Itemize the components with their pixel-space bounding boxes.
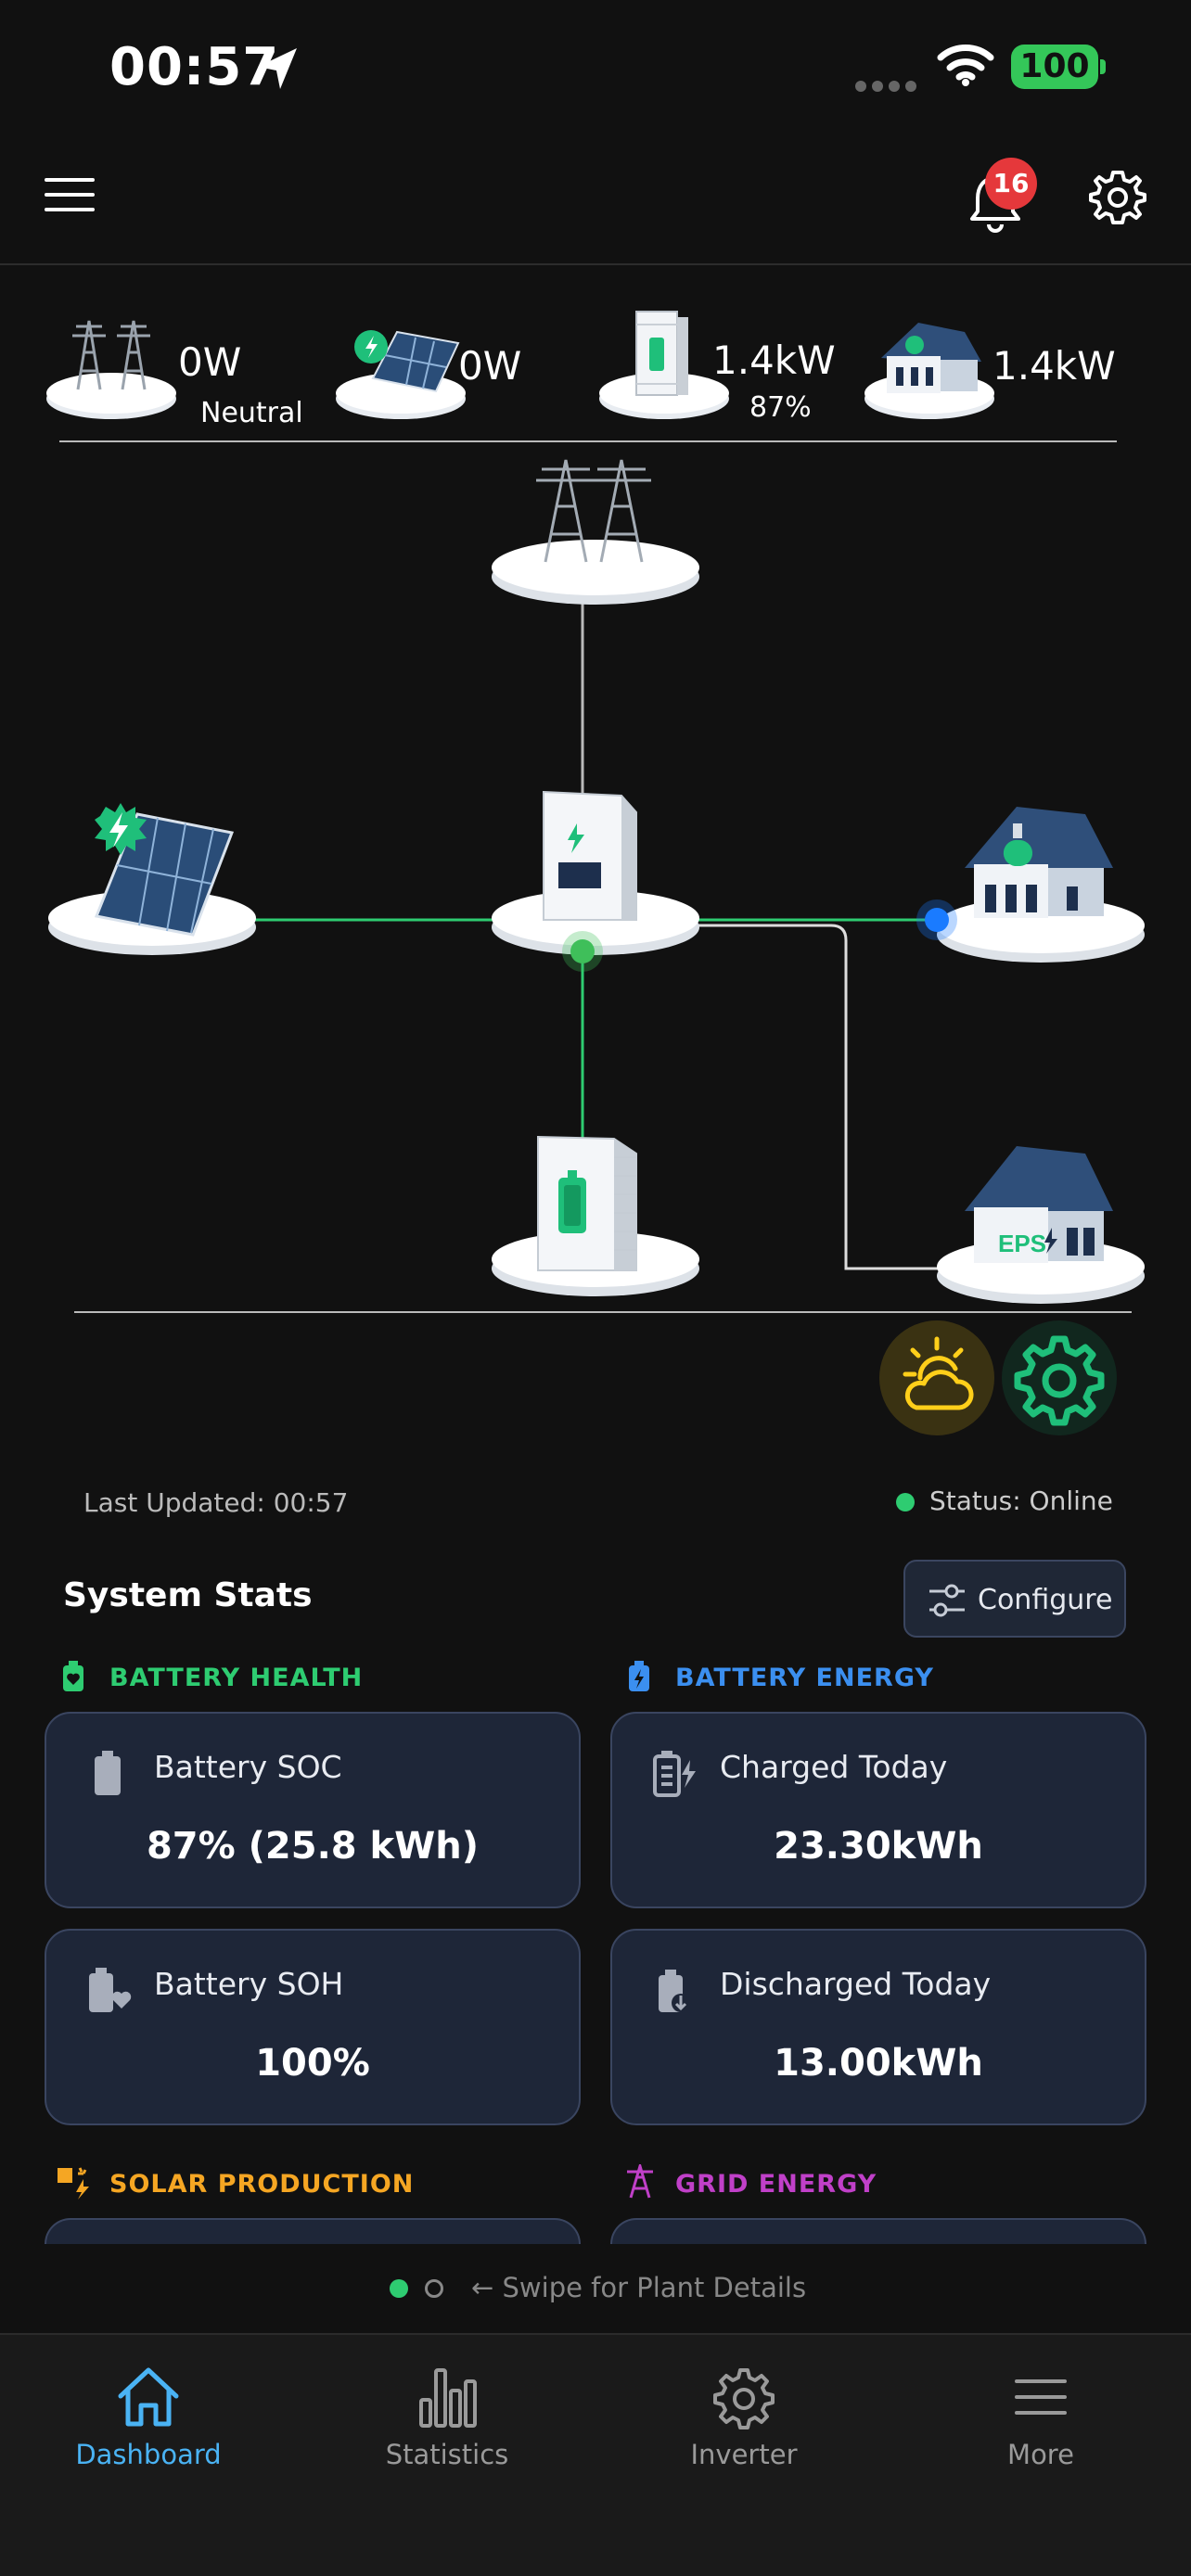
inverter-node[interactable]	[492, 790, 699, 955]
wifi-icon	[937, 45, 994, 86]
card-value: 87% (25.8 kWh)	[146, 1825, 480, 1868]
menu-button[interactable]	[45, 178, 95, 219]
battery-energy-header: BATTERY ENERGY	[675, 1664, 934, 1692]
grid-energy-header: GRID ENERGY	[675, 2170, 877, 2199]
card-value: 100%	[255, 2042, 370, 2085]
card-value: 13.00kWh	[774, 2042, 983, 2085]
card-title: Discharged Today	[720, 1966, 992, 2002]
battery-node[interactable]	[492, 1135, 699, 1296]
swipe-hint: ← Swipe for Plant Details	[471, 2272, 807, 2303]
tab-inverter[interactable]: Inverter	[623, 2365, 864, 2494]
weather-button[interactable]	[879, 1320, 994, 1435]
weather-icon	[903, 1336, 974, 1410]
signal-icon	[855, 78, 922, 96]
plant-settings-button[interactable]	[1002, 1320, 1117, 1435]
battery-power-value: 1.4kW	[712, 338, 836, 383]
status-online-dot	[896, 1493, 915, 1511]
home-node[interactable]	[937, 807, 1145, 963]
eps-label: EPS	[998, 1230, 1046, 1257]
page-dot-active[interactable]	[390, 2279, 408, 2298]
solar-node[interactable]	[48, 803, 256, 955]
battery-soc-card[interactable]: Battery SOC 87% (25.8 kWh)	[45, 1712, 581, 1908]
app-header: 16	[0, 139, 1191, 265]
system-stats-title: System Stats	[63, 1576, 313, 1614]
flow-divider	[74, 1311, 1132, 1313]
summary-home[interactable]: 1.4kW	[863, 306, 1122, 436]
battery-soh-card[interactable]: Battery SOH 100%	[45, 1929, 581, 2125]
tab-label: Statistics	[385, 2439, 509, 2470]
energy-summary: 0W Neutral 0W 1.4kW 87%	[0, 306, 1191, 445]
home-icon	[118, 2367, 179, 2427]
solar-power-value: 0W	[458, 343, 522, 389]
grid-energy-icon	[627, 2164, 653, 2199]
grid-state-label: Neutral	[200, 397, 303, 429]
battery-tip	[1100, 59, 1106, 74]
tab-label: Inverter	[690, 2439, 798, 2470]
solar-production-icon	[58, 2167, 89, 2200]
home-icon	[864, 323, 994, 419]
grid-power-value: 0W	[178, 339, 242, 385]
solar-production-header: SOLAR PRODUCTION	[109, 2170, 415, 2199]
card-title: Battery SOC	[154, 1749, 342, 1785]
battery-icon	[599, 311, 729, 419]
page-dot-inactive[interactable]	[425, 2279, 443, 2298]
menu-icon	[1015, 2379, 1067, 2415]
battery-soc-icon	[95, 1751, 121, 1795]
discharged-today-card[interactable]: Discharged Today 13.00kWh	[610, 1929, 1146, 2125]
summary-solar[interactable]: 0W	[332, 306, 555, 436]
grid-node[interactable]	[492, 459, 699, 605]
card-value: 23.30kWh	[774, 1825, 983, 1868]
sliders-icon	[929, 1584, 965, 1617]
settings-icon	[1014, 1335, 1105, 1426]
summary-divider	[59, 440, 1117, 442]
eps-node[interactable]: EPS	[937, 1146, 1145, 1304]
grid-tower-icon	[46, 320, 176, 419]
card-title: Charged Today	[720, 1749, 948, 1785]
configure-label: Configure	[978, 1584, 1113, 1616]
battery-flow-dot	[570, 939, 595, 963]
status-label: Status: Online	[929, 1486, 1113, 1516]
gear-icon	[713, 2368, 775, 2429]
battery-charging-icon	[653, 1751, 696, 1797]
bottom-tab-bar: Dashboard Statistics Inverter More	[0, 2333, 1191, 2576]
battery-health-header: BATTERY HEALTH	[109, 1664, 364, 1692]
battery-energy-icon	[629, 1661, 649, 1691]
energy-flow-diagram: EPS	[48, 459, 1145, 1304]
bar-chart-icon	[419, 2368, 477, 2428]
location-arrow-icon	[258, 48, 297, 89]
pager-area[interactable]	[0, 2244, 1191, 2337]
tab-statistics[interactable]: Statistics	[327, 2365, 568, 2494]
tab-more[interactable]: More	[920, 2365, 1161, 2494]
status-time: 00:57	[109, 37, 280, 97]
battery-heart-icon	[89, 1968, 132, 2012]
tab-dashboard[interactable]: Dashboard	[28, 2365, 269, 2494]
summary-battery[interactable]: 1.4kW 87%	[597, 306, 839, 436]
card-title: Battery SOH	[154, 1966, 344, 2002]
settings-gear-icon[interactable]	[1087, 167, 1148, 228]
home-power-value: 1.4kW	[992, 343, 1116, 389]
eps-line	[686, 924, 944, 1270]
tab-label: More	[1007, 2439, 1074, 2470]
last-updated: Last Updated: 00:57	[83, 1487, 349, 1518]
battery-discharge-icon	[659, 1970, 690, 2012]
solar-panel-icon	[336, 330, 466, 419]
battery-health-icon	[63, 1661, 83, 1691]
tab-label: Dashboard	[75, 2439, 222, 2470]
home-flow-dot	[925, 908, 949, 932]
charged-today-card[interactable]: Charged Today 23.30kWh	[610, 1712, 1146, 1908]
status-bar: 00:57 100	[0, 0, 1191, 139]
summary-grid[interactable]: 0W Neutral	[45, 306, 314, 436]
battery-percent-label: 87%	[749, 391, 812, 424]
configure-button[interactable]: Configure	[903, 1560, 1126, 1638]
battery-level: 100	[1011, 45, 1098, 89]
notification-badge: 16	[985, 158, 1037, 210]
